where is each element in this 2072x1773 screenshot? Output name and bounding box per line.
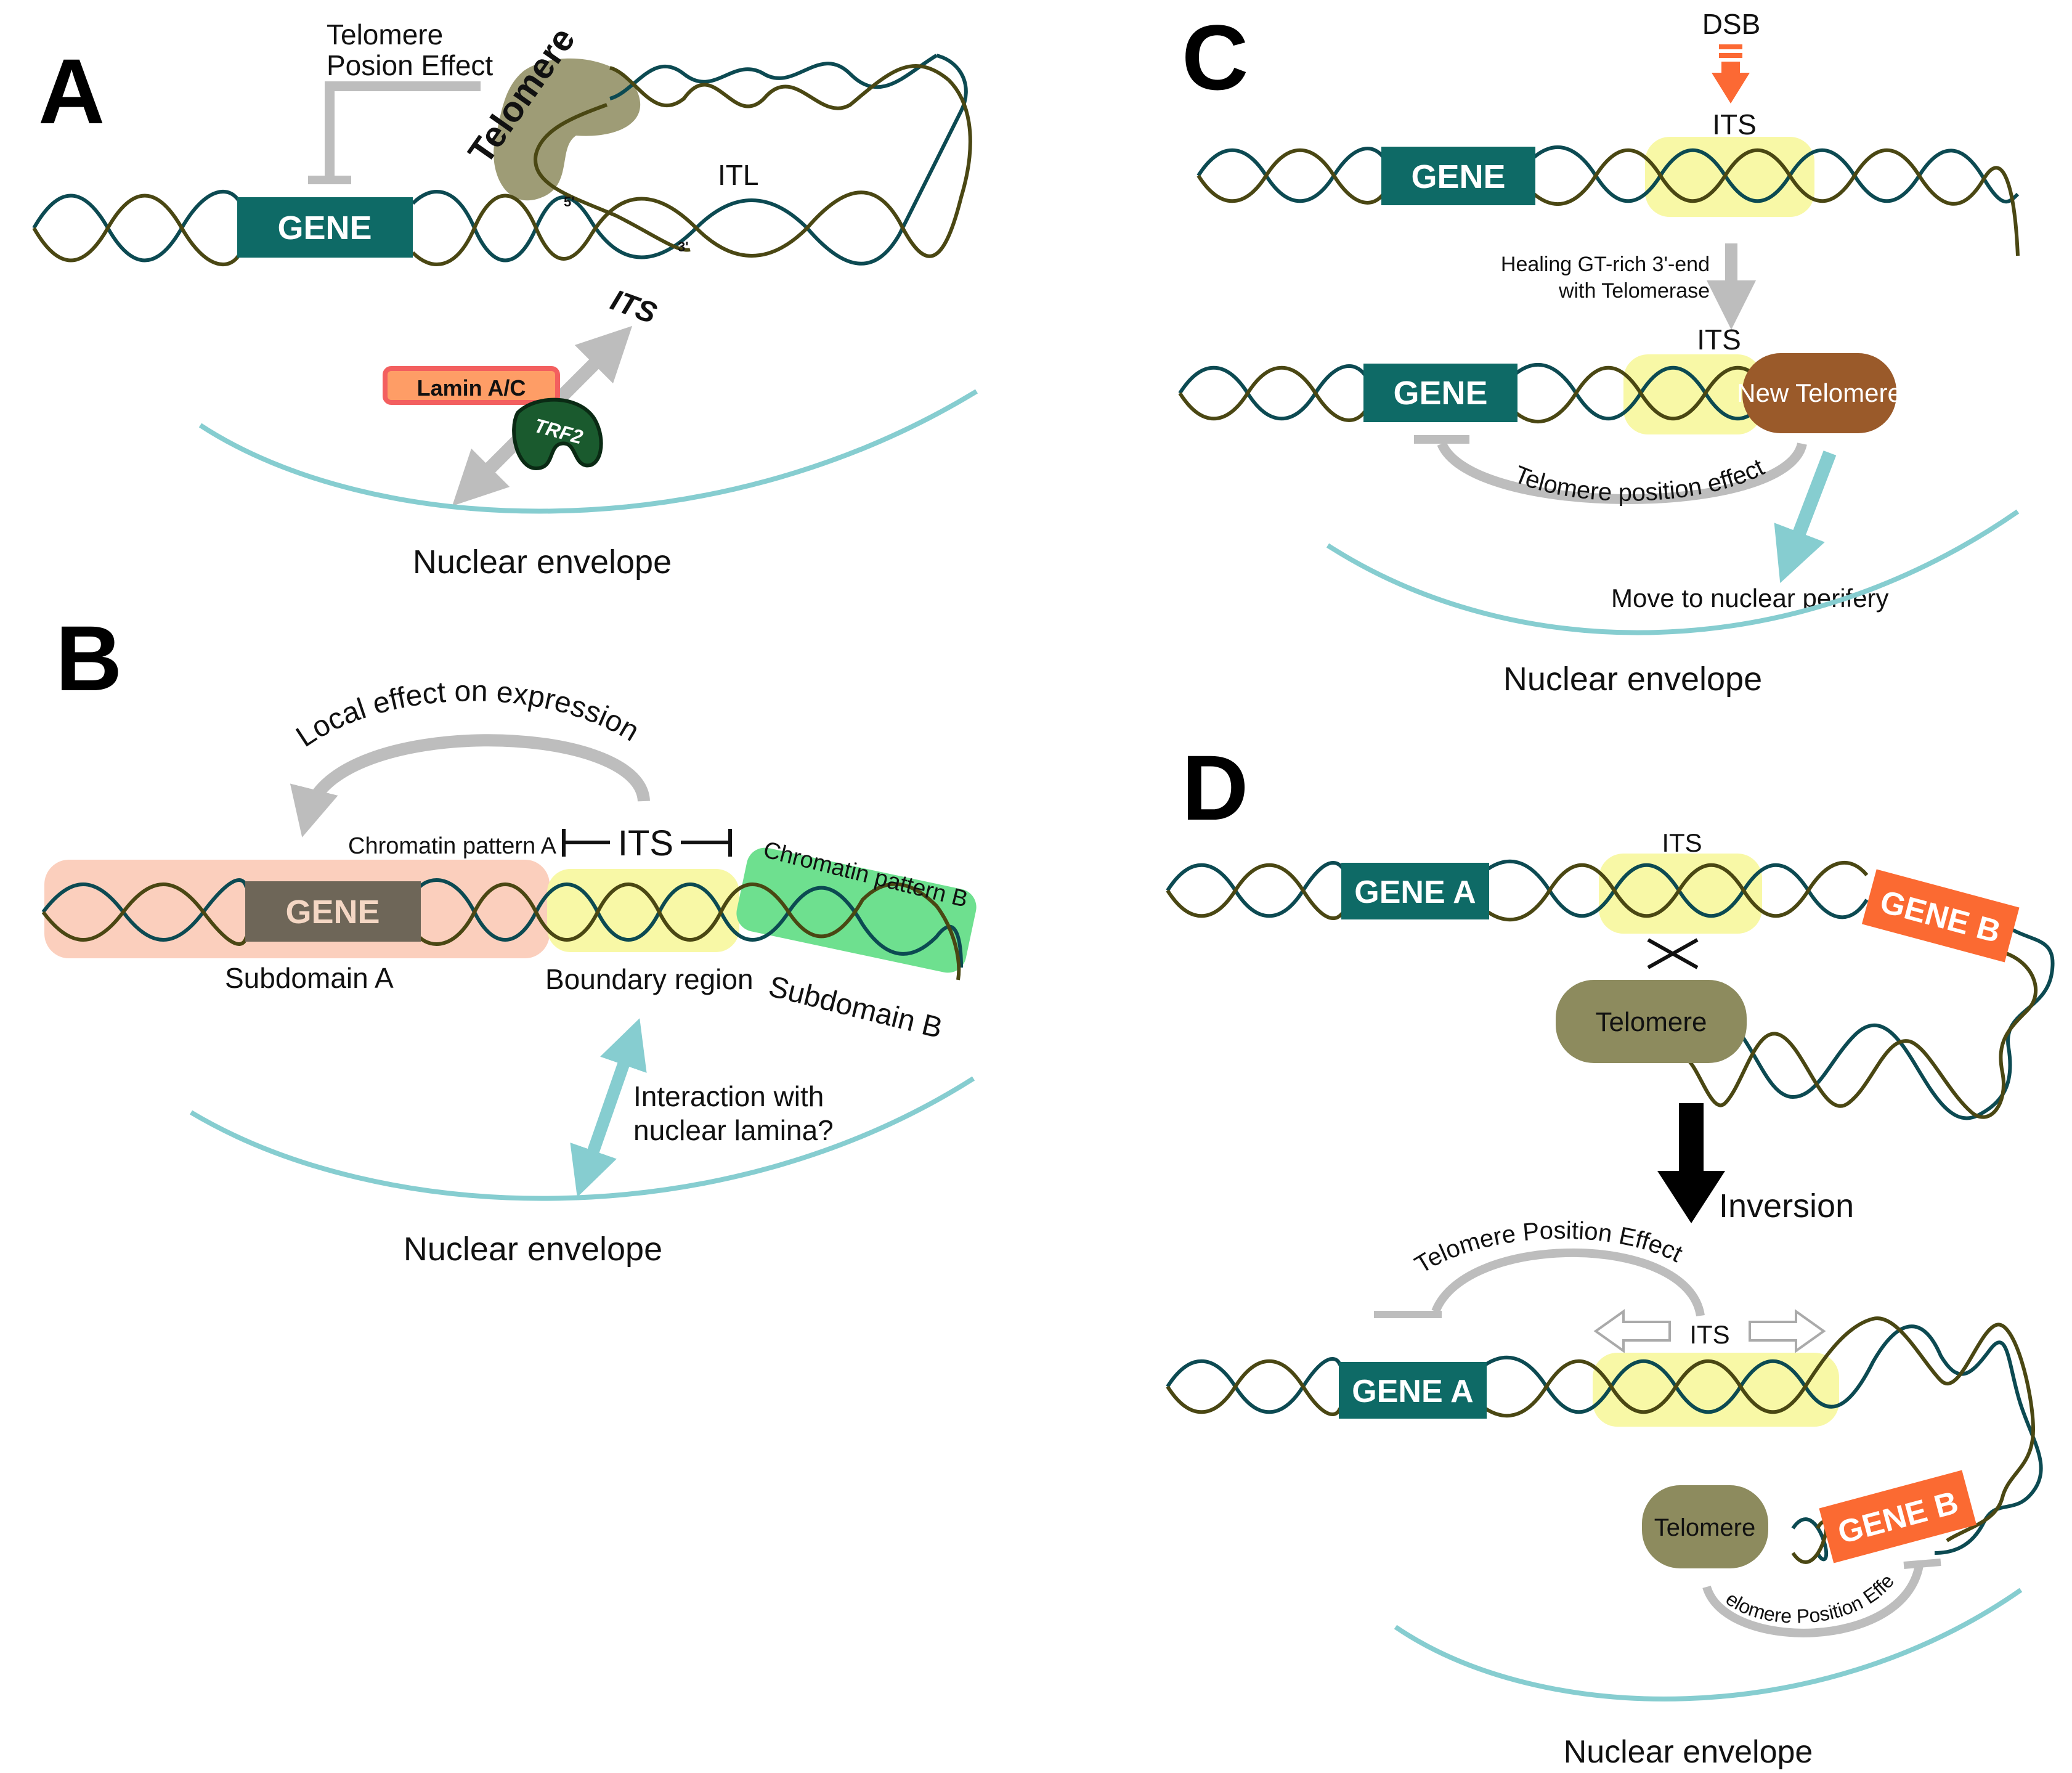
panel-b: B Local effect on expression GENE Chroma… <box>41 606 977 1268</box>
boundary-region-bg <box>547 869 739 952</box>
move-to-periphery-arrow <box>1774 450 1837 584</box>
gene-label-c-bottom: GENE <box>1393 375 1487 412</box>
tpe-arc-d-right <box>1702 1564 1924 1637</box>
panel-b-letter: B <box>55 606 122 710</box>
its-label-c-top: ITS <box>1712 108 1757 141</box>
panel-c-letter: C <box>1182 6 1248 109</box>
hollow-arrow-left <box>1593 1309 1671 1353</box>
dsb-arrow <box>1712 44 1750 104</box>
dna-helix-d-top <box>1166 859 2055 1120</box>
subdomain-a-label: Subdomain A <box>225 962 394 994</box>
trf2-shape <box>512 397 603 471</box>
nuclear-envelope-c <box>1326 509 2020 635</box>
gene-box-c-top <box>1381 147 1535 205</box>
gene-a-label-top: GENE A <box>1354 874 1476 910</box>
tpe-label-line1: Telomere <box>327 18 443 51</box>
three-prime-label: 3' <box>678 239 688 255</box>
nuclear-envelope-label-d: Nuclear envelope <box>1564 1734 1813 1770</box>
gene-label-b: GENE <box>285 894 380 931</box>
panel-c: C DSB ITS GENE Healing GT-rich 3'-end wi… <box>1178 6 2020 698</box>
inversion-label: Inversion <box>1719 1188 1854 1225</box>
nuclear-envelope-label-c: Nuclear envelope <box>1503 661 1762 698</box>
nuclear-envelope-a <box>198 389 978 514</box>
new-telomere-label: New Telomere <box>1737 378 1902 407</box>
its-label-d-top: ITS <box>1662 828 1702 857</box>
gene-box-b <box>245 881 421 942</box>
dna-helix-c-bottom <box>1178 362 1772 424</box>
nuclear-envelope-b <box>189 1076 975 1201</box>
interaction-label-line2: nuclear lamina? <box>633 1114 834 1146</box>
inversion-arrow <box>1657 1103 1725 1223</box>
panel-a: A Telomere Posion Effect Telomere 5' 3' … <box>32 18 978 581</box>
lamina-interaction-arrow <box>570 1018 647 1197</box>
telomere-label-bottom: Telomere <box>1654 1514 1756 1541</box>
gene-b-box-top: GENE B <box>1861 869 2020 963</box>
dna-helix-a <box>32 54 972 267</box>
telomere-box-top <box>1556 980 1747 1063</box>
nuclear-envelope-label-b: Nuclear envelope <box>404 1231 662 1268</box>
its-label-c-bottom: ITS <box>1697 324 1741 356</box>
local-effect-arrow <box>290 734 650 838</box>
tpe-arc-c <box>1437 441 1807 504</box>
dna-helix-d-bottom <box>1166 1316 2043 1564</box>
itl-label: ITL <box>718 159 758 191</box>
healing-label-line1: Healing GT-rich 3'-end <box>1501 253 1710 276</box>
interaction-label-line1: Interaction with <box>633 1080 824 1112</box>
dna-helix-c-top <box>1196 145 2020 256</box>
new-telomere-box <box>1742 353 1896 433</box>
nuclear-envelope-label-a: Nuclear envelope <box>413 544 672 581</box>
its-bracket <box>562 829 732 857</box>
gene-a-box-top <box>1341 863 1489 919</box>
its-label-d-bottom: ITS <box>1689 1320 1729 1349</box>
its-label-a: ITS <box>606 284 660 330</box>
telomere-label-top: Telomere <box>1596 1007 1707 1037</box>
hollow-arrow-right <box>1749 1309 1826 1353</box>
tpe-arc-d-left <box>1431 1248 1705 1317</box>
crossover-mark <box>1647 938 1699 969</box>
gene-box-c-bottom <box>1363 364 1517 422</box>
tpe-label-line2: Posion Effect <box>327 49 493 81</box>
chromatin-pattern-a-label: Chromatin pattern A <box>348 833 557 859</box>
dna-helix-b <box>41 878 963 980</box>
boundary-region-label: Boundary region <box>545 963 754 995</box>
its-label-b: ITS <box>618 823 673 863</box>
panel-d-letter: D <box>1182 736 1248 839</box>
dsb-label: DSB <box>1702 8 1761 40</box>
telomere-box-bottom <box>1642 1485 1768 1568</box>
panel-a-letter: A <box>38 39 105 143</box>
nuclear-envelope-d <box>1394 1588 2023 1702</box>
gene-label-c-top: GENE <box>1411 158 1505 195</box>
lamin-box <box>383 366 560 405</box>
tpe-label-d-left: Telomere Position Effect <box>1410 1217 1687 1279</box>
gene-a-box-bottom <box>1339 1362 1487 1419</box>
lamin-label: Lamin A/C <box>417 375 526 401</box>
telomere-blob <box>494 58 641 201</box>
gene-label-a: GENE <box>277 210 372 247</box>
tpe-inhibitor-line <box>325 81 481 180</box>
tpe-inhibitor-d-right <box>1903 1559 1941 1569</box>
subdomain-b-label: Subdomain B <box>765 970 945 1045</box>
five-prime-label: 5' <box>564 194 574 210</box>
healing-label-line2: with Telomerase <box>1558 279 1710 303</box>
gene-box-a <box>237 197 413 258</box>
gene-a-label-bottom: GENE A <box>1352 1374 1473 1409</box>
